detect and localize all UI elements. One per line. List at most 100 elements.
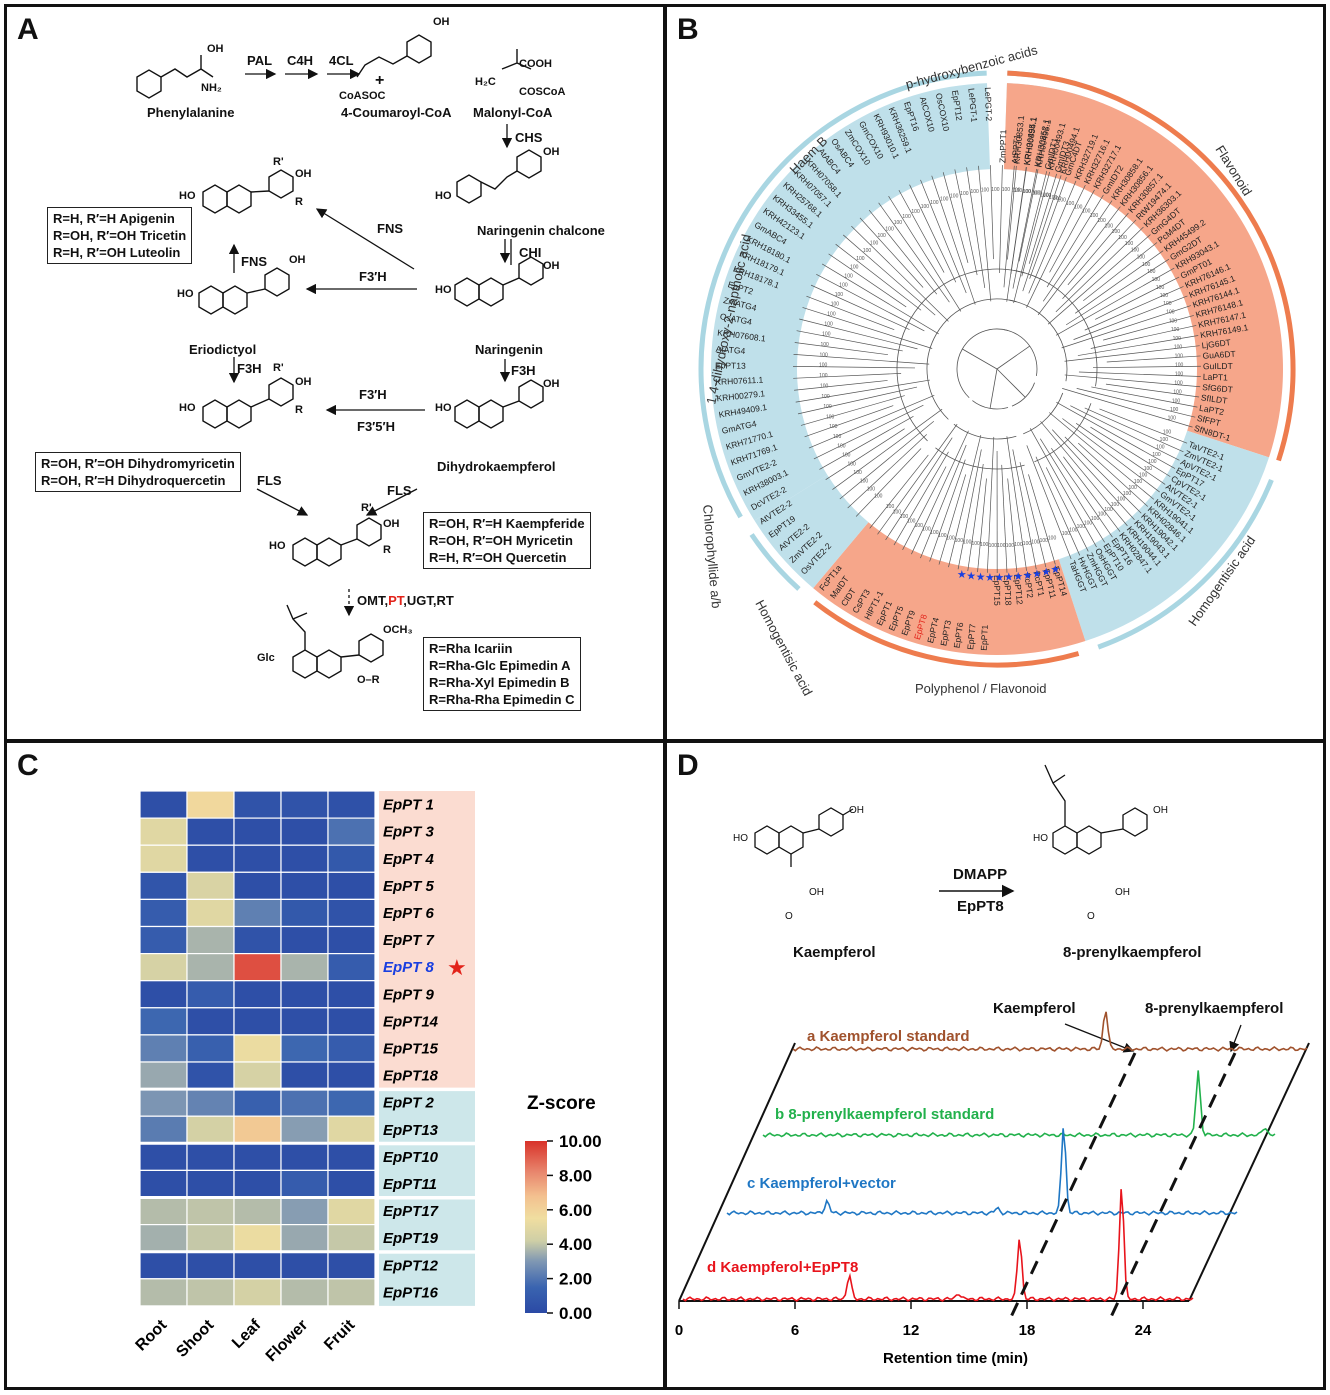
heatmap-cell [139, 1169, 188, 1199]
reagent-label: DMAPP [953, 866, 1007, 883]
tree-root-0 [996, 345, 1030, 370]
hplc-trace-1 [762, 1070, 1276, 1138]
left-branch-13 [793, 373, 902, 379]
left-branch-31 [888, 196, 962, 312]
left-bootstrap-6: 100 [837, 443, 846, 449]
atom-o-k: O [785, 911, 793, 922]
heatmap-cell [186, 1142, 235, 1171]
poly-branch-9 [967, 463, 984, 571]
left-branch-23 [821, 263, 939, 335]
phenylalanine-label: Phenylalanine [147, 105, 234, 120]
flav-branch-14 [1055, 226, 1144, 313]
atom-rprime-dhq: R' [273, 362, 284, 374]
flav-bootstrap-2: 100 [1032, 190, 1041, 196]
flav-branch-33 [1091, 386, 1198, 408]
left-bootstrap-46: 100 [1053, 196, 1062, 202]
heatmap-cell [327, 1251, 376, 1280]
left-branch-36 [942, 172, 969, 263]
atom-oh-chalcone: OH [543, 146, 560, 158]
heatmap-row-label: EpPT19 [383, 1230, 439, 1247]
peak-label-prenylkaempferol: 8-prenylkaempferol [1145, 1000, 1283, 1017]
box-epimedin-line-3: R=Rha-Xyl Epimedin B [429, 675, 570, 690]
heatmap-cell [327, 1169, 376, 1199]
left-branch-5 [819, 415, 914, 470]
heatmap-row-label: EpPT 9 [383, 986, 435, 1003]
hga-r-branch-10 [1052, 429, 1135, 520]
poly-branch-1 [1019, 462, 1047, 568]
flav-bootstrap-29: 100 [1175, 363, 1184, 369]
poly-branch-11 [948, 434, 982, 568]
left-branch-35 [931, 175, 976, 305]
heatmap-cell [327, 1224, 376, 1253]
heatmap-cell [280, 1007, 329, 1036]
left-branch-29 [868, 209, 938, 295]
atom-rprime-flavonol: R' [361, 502, 372, 514]
x-tick-label: 12 [903, 1322, 920, 1339]
left-branch-18 [799, 318, 918, 350]
atom-o-p: O [1087, 911, 1095, 922]
flav-branch-26 [1077, 335, 1199, 356]
flav-bootstrap-33: 100 [1172, 398, 1181, 404]
hplc-trace-2 [726, 1128, 1238, 1216]
heatmap-cell [327, 898, 376, 928]
left-branch-10 [797, 386, 918, 415]
box-flavones-line-1: R=H, R′=H Apigenin [53, 211, 175, 226]
heatmap-cell [186, 898, 235, 928]
flav-branch-32 [1105, 383, 1200, 398]
poly-bootstrap-7: 100 [989, 543, 998, 549]
colorbar [525, 1141, 547, 1313]
flav-bootstrap-16: 100 [1137, 255, 1146, 261]
box-flavones-line-3: R=H, R′=OH Luteolin [53, 245, 181, 260]
flav-branch-5 [1029, 177, 1067, 279]
left-bootstrap-2: 100 [860, 478, 869, 484]
flav-bootstrap-32: 100 [1173, 389, 1182, 395]
tree-star-1: ★ [966, 570, 976, 582]
flav-bootstrap-21: 100 [1160, 293, 1169, 299]
hga-r-branch-17 [1035, 456, 1081, 556]
flav-branch-28 [1106, 355, 1201, 363]
flav-bootstrap-22: 100 [1163, 301, 1172, 307]
tree-star-5: ★ [1004, 572, 1014, 584]
heatmap-cell [139, 898, 188, 928]
flav-branch-18 [1065, 258, 1170, 326]
tree-star-8: ★ [1032, 568, 1042, 580]
flav-bootstrap-12: 100 [1112, 229, 1121, 235]
flav-bootstrap-17: 100 [1142, 262, 1151, 268]
tree-star-9: ★ [1041, 566, 1051, 578]
heatmap-cell [280, 980, 329, 1009]
enzyme-fns-2: FNS [241, 254, 267, 269]
flav-branch-23 [1061, 305, 1192, 349]
heatmap-cell [186, 1251, 235, 1280]
left-branch-28 [859, 217, 924, 288]
flav-bootstrap-11: 100 [1105, 223, 1114, 229]
flav-branch-21 [1084, 286, 1184, 331]
poly-leaf-9: EpPT6 [952, 621, 966, 648]
heatmap-cell [139, 1007, 188, 1036]
flav-bootstrap-34: 100 [1170, 407, 1179, 413]
product-label: 8-prenylkaempferol [1063, 944, 1201, 961]
left-bootstrap-30: 100 [894, 220, 903, 226]
left-bootstrap-31: 100 [902, 214, 911, 220]
box-epimedins: R=Rha Icariin R=Rha-Glc Epimedin A R=Rha… [423, 637, 581, 711]
heatmap-cell [280, 1224, 329, 1253]
panel-label-c: C [17, 749, 39, 782]
left-bootstrap-4: 100 [848, 462, 857, 468]
hga-r-branch-12 [1063, 456, 1121, 532]
flav-bootstrap-31: 100 [1174, 381, 1183, 387]
left-branch-11 [795, 379, 930, 403]
heatmap-cell [186, 790, 235, 819]
heatmap-cell [186, 1088, 235, 1117]
tree-arc-2-0 [1014, 270, 1098, 387]
left-leaf-15: AtATG4 [715, 344, 746, 356]
left-bootstrap-40: 100 [991, 187, 1000, 193]
flav-branch-17 [1075, 250, 1164, 314]
heatmap-cell [327, 790, 376, 819]
colorbar-tick-label: 4.00 [559, 1235, 592, 1254]
left-branch-43 [1006, 167, 1027, 302]
x-tick-label: 24 [1135, 1322, 1152, 1339]
left-branch-3 [832, 408, 943, 490]
heatmap-cell [186, 925, 235, 955]
left-bootstrap-26: 100 [863, 248, 872, 254]
left-branch-21 [810, 284, 910, 330]
